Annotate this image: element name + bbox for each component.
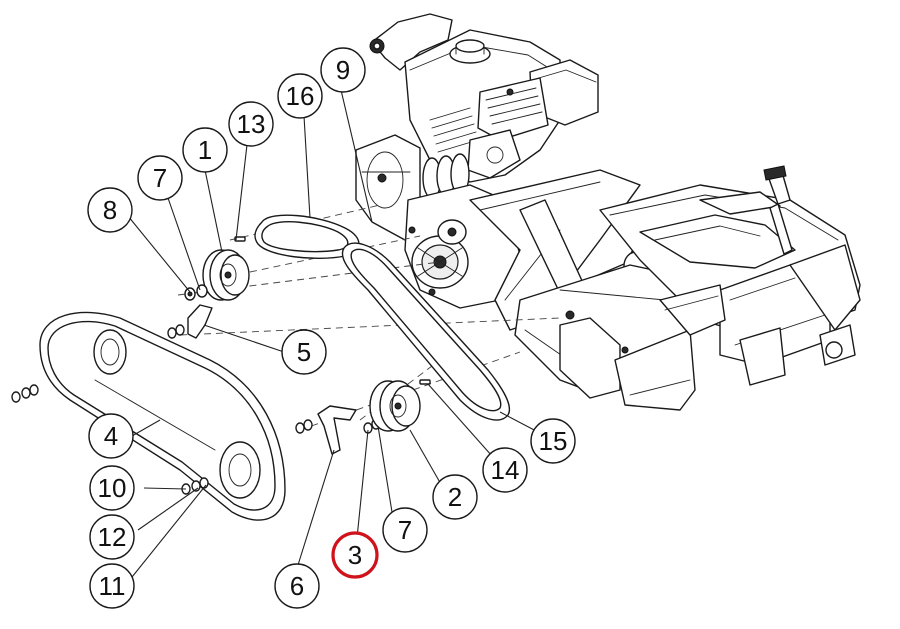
- belt-15: [341, 242, 511, 421]
- svg-text:10: 10: [98, 473, 127, 503]
- callout-15[interactable]: 15: [530, 418, 576, 464]
- svg-text:13: 13: [237, 109, 266, 139]
- engine: [369, 13, 599, 183]
- svg-text:15: 15: [539, 426, 568, 456]
- svg-text:5: 5: [297, 337, 311, 367]
- callout-2[interactable]: 2: [432, 474, 478, 520]
- callout-7-upper[interactable]: 7: [137, 155, 183, 201]
- leader-lines: [127, 89, 539, 583]
- svg-text:7: 7: [398, 515, 412, 545]
- callout-8[interactable]: 8: [87, 187, 133, 233]
- svg-text:3: 3: [348, 540, 362, 570]
- pulley-1-assembly: [167, 236, 250, 339]
- svg-text:11: 11: [99, 571, 126, 601]
- svg-text:9: 9: [336, 55, 350, 85]
- pulley-2-assembly: [295, 379, 431, 455]
- svg-text:16: 16: [286, 81, 315, 111]
- callout-16[interactable]: 16: [277, 73, 323, 119]
- svg-text:8: 8: [103, 195, 117, 225]
- rear-deck: [599, 165, 861, 386]
- callout-4[interactable]: 4: [88, 413, 134, 459]
- svg-text:2: 2: [448, 482, 462, 512]
- svg-text:6: 6: [290, 571, 304, 601]
- svg-text:7: 7: [153, 163, 167, 193]
- callout-13[interactable]: 13: [228, 101, 274, 147]
- callout-5[interactable]: 5: [281, 329, 327, 375]
- svg-text:4: 4: [104, 421, 118, 451]
- callout-3[interactable]: 3: [331, 531, 379, 579]
- svg-text:14: 14: [491, 455, 520, 485]
- callout-9[interactable]: 9: [320, 47, 366, 93]
- callout-6[interactable]: 6: [274, 563, 320, 609]
- callout-10[interactable]: 10: [89, 465, 135, 511]
- callout-11[interactable]: 11: [89, 563, 135, 609]
- belt-guard-4: [11, 311, 286, 521]
- callout-1[interactable]: 1: [182, 127, 228, 173]
- svg-text:1: 1: [198, 135, 212, 165]
- callout-12[interactable]: 12: [89, 514, 135, 560]
- callout-14[interactable]: 14: [482, 447, 528, 493]
- svg-text:12: 12: [98, 522, 127, 552]
- callout-7-lower[interactable]: 7: [382, 507, 428, 553]
